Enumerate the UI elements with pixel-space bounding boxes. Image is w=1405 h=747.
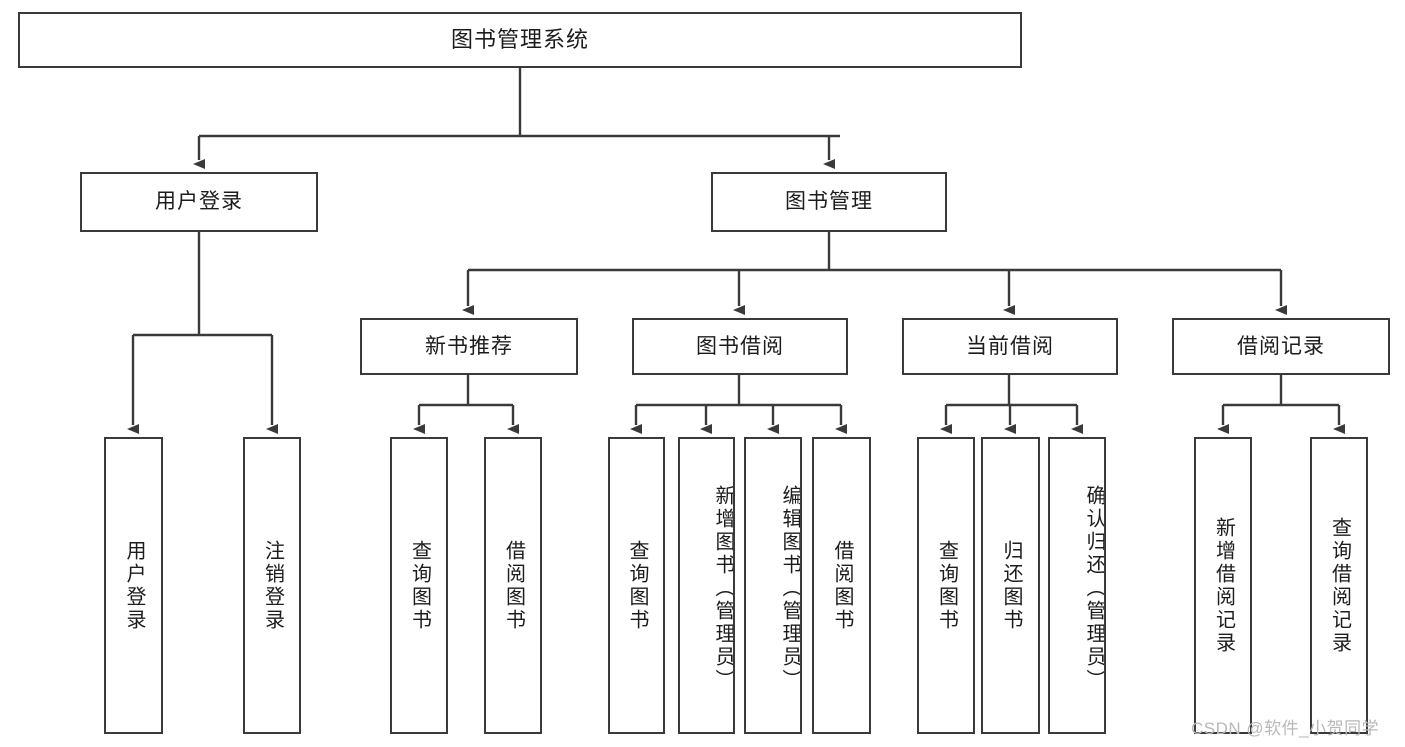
leaf-borrow-borrow-book[interactable]: 借阅图书 (812, 437, 871, 734)
node-current-borrow[interactable]: 当前借阅 (902, 318, 1118, 375)
node-new-book-recommend[interactable]: 新书推荐 (360, 318, 578, 375)
leaf-borrow-edit-book-admin[interactable]: 编辑图书（管理员） (744, 437, 802, 734)
node-borrow-record[interactable]: 借阅记录 (1172, 318, 1390, 375)
leaf-user-login[interactable]: 用户登录 (104, 437, 163, 734)
leaf-current-confirm-return-admin[interactable]: 确认归还（管理员） (1048, 437, 1106, 734)
leaf-newbook-query-book[interactable]: 查询图书 (390, 437, 448, 734)
leaf-borrow-query-book[interactable]: 查询图书 (608, 437, 665, 734)
node-user-login[interactable]: 用户登录 (80, 172, 318, 232)
node-book-manage[interactable]: 图书管理 (711, 172, 947, 232)
leaf-newbook-borrow-book[interactable]: 借阅图书 (484, 437, 542, 734)
leaf-borrow-add-book-admin[interactable]: 新增图书（管理员） (678, 437, 735, 734)
watermark-csdn: CSDN @软件_小贺同学 (1191, 719, 1380, 738)
node-book-borrow[interactable]: 图书借阅 (632, 318, 848, 375)
leaf-current-query-book[interactable]: 查询图书 (917, 437, 975, 734)
leaf-user-logout[interactable]: 注销登录 (243, 437, 301, 734)
leaf-record-add-borrow-record[interactable]: 新增借阅记录 (1194, 437, 1252, 734)
leaf-record-query-borrow-record[interactable]: 查询借阅记录 (1310, 437, 1368, 734)
leaf-current-return-book[interactable]: 归还图书 (981, 437, 1040, 734)
node-root-system[interactable]: 图书管理系统 (18, 12, 1022, 68)
